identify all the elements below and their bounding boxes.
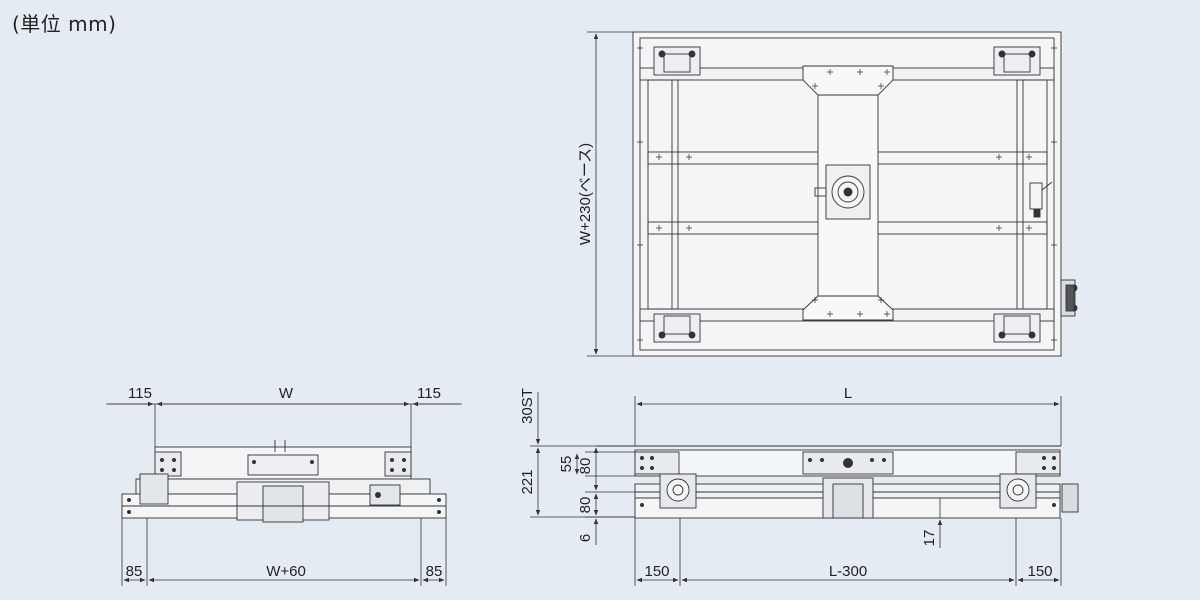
dim-top-height — [587, 31, 633, 357]
pivot-left — [659, 473, 697, 509]
unit-label: (単位 mm) — [12, 12, 117, 36]
dim-side-bottom-6: 6 — [577, 534, 594, 542]
side-valve — [1060, 279, 1078, 317]
end-view — [121, 440, 447, 523]
right-side-member — [1016, 79, 1048, 310]
corner-block-bl — [653, 313, 701, 343]
dim-side-total-height: 221 — [519, 469, 536, 494]
dim-top-height-label: W+230(ベース) — [577, 143, 594, 245]
dim-side-stroke: 30ST — [519, 388, 536, 424]
dim-side-17: 17 — [921, 530, 938, 547]
dim-end-base-width: W+60 — [266, 563, 306, 580]
air-fitting — [1029, 181, 1053, 218]
corner-block-tr — [993, 46, 1041, 76]
dim-end-right-offset: 115 — [417, 385, 441, 402]
dim-end-right-base: 85 — [426, 563, 443, 580]
dim-side-length: L — [844, 385, 852, 402]
corner-block-br — [993, 313, 1041, 343]
dim-side-lower-80: 80 — [577, 497, 594, 514]
side-valve-right — [1061, 483, 1079, 513]
dim-end-left-base: 85 — [126, 563, 143, 580]
side-view — [596, 445, 1079, 519]
top-view — [632, 31, 1078, 357]
dim-side-upper-55: 55 — [558, 456, 575, 473]
end-view-dimensions — [106, 401, 462, 586]
dim-side-upper-80: 80 — [577, 458, 594, 475]
corner-block-tl — [653, 46, 701, 76]
dim-side-right-150: 150 — [1027, 563, 1052, 580]
pivot-right — [999, 473, 1037, 509]
side-view-dimensions — [530, 392, 1062, 586]
dim-side-middle: L-300 — [829, 563, 867, 580]
dim-end-left-offset: 115 — [128, 385, 152, 402]
dim-end-width: W — [279, 385, 294, 402]
left-side-member — [647, 79, 679, 310]
dim-side-left-150: 150 — [644, 563, 669, 580]
